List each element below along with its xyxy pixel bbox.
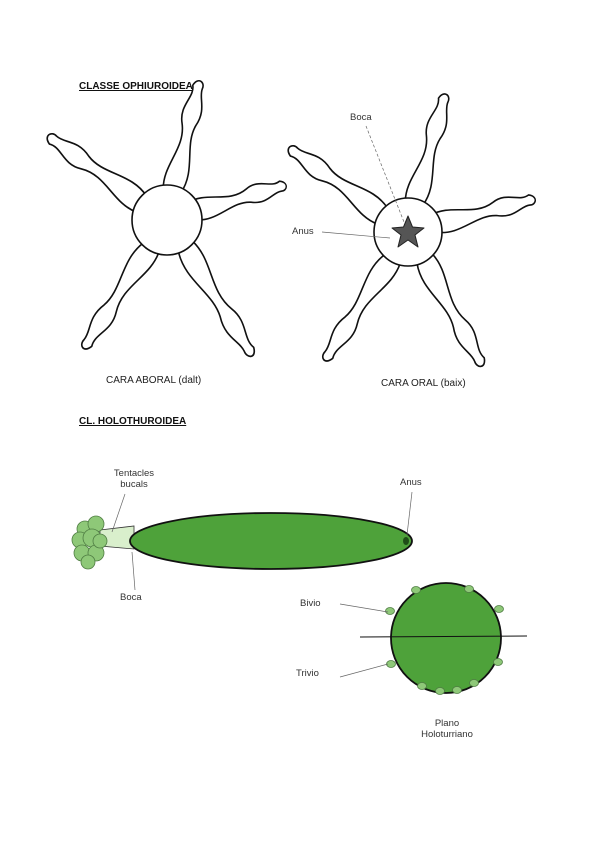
brittle-star-aboral-icon [38, 78, 288, 360]
label-boca-holo: Boca [120, 592, 142, 603]
anus-holo-pointer-line [407, 492, 412, 535]
sea-cucumber-icon [72, 513, 412, 569]
boca-holo-pointer-line [132, 552, 135, 590]
label-plano-line2: Holoturriano [405, 729, 489, 740]
label-tentacles-line1: Tentacles [104, 468, 164, 479]
label-trivio: Trivio [296, 668, 319, 679]
tentacles-pointer-line [112, 494, 125, 532]
label-boca-oral: Boca [350, 112, 372, 123]
label-bivio: Bivio [300, 598, 321, 609]
label-tentacles-line2: bucals [104, 479, 164, 490]
caption-aboral: CARA ABORAL (dalt) [106, 375, 201, 386]
caption-oral: CARA ORAL (baix) [381, 378, 466, 389]
label-anus-oral: Anus [292, 226, 314, 237]
label-plano-line1: Plano [405, 718, 489, 729]
plane-line [360, 636, 527, 637]
brittle-star-oral-icon [279, 90, 537, 369]
trivio-pointer-line [340, 664, 388, 677]
holothurian-section-icon [360, 583, 527, 695]
label-tentacles: Tentacles bucals [104, 468, 164, 490]
label-anus-holo: Anus [400, 477, 422, 488]
bivio-pointer-line [340, 604, 388, 612]
label-plano: Plano Holoturriano [405, 718, 489, 740]
